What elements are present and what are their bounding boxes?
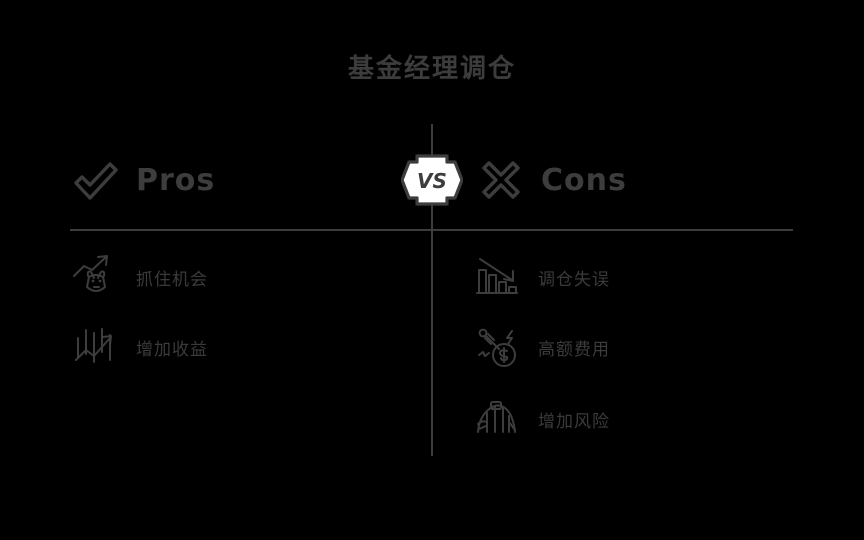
column-label-cons: Cons: [541, 162, 627, 198]
list-item-label: 高额费用: [538, 339, 610, 360]
dollar-coin-syringe-icon: [474, 324, 520, 370]
bull-market-up-arrow-icon: [72, 254, 118, 300]
cross-mark-icon: [477, 156, 525, 204]
list-item-label: 调仓失误: [538, 269, 610, 290]
horizontal-divider: [70, 229, 793, 231]
rising-candlestick-chart-icon: [72, 324, 118, 370]
column-label-pros: Pros: [136, 162, 216, 198]
list-item: 抓住机会: [72, 254, 208, 300]
list-item-label: 增加收益: [136, 339, 208, 360]
list-item-label: 抓住机会: [136, 269, 208, 290]
list-item: 高额费用: [474, 324, 610, 370]
declining-bar-chart-icon: [474, 254, 520, 300]
vs-badge-label: VS: [417, 169, 447, 193]
list-item: 调仓失误: [474, 254, 610, 300]
vertical-divider: [431, 124, 433, 456]
list-item: 增加收益: [72, 324, 208, 370]
check-mark-icon: [72, 156, 120, 204]
page-title: 基金经理调仓: [347, 54, 516, 84]
list-item-label: 增加风险: [538, 411, 610, 432]
column-header-cons: Cons: [477, 156, 627, 204]
roller-coaster-icon: [474, 396, 520, 442]
vs-badge: VS: [401, 152, 463, 208]
list-item: 增加风险: [474, 396, 610, 442]
column-header-pros: Pros: [72, 156, 215, 204]
